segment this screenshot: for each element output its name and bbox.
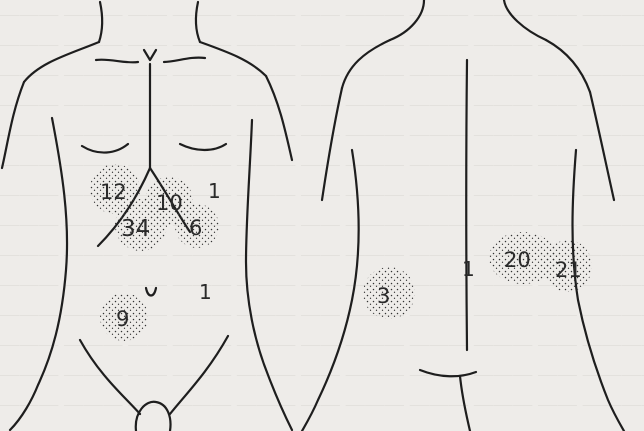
front-left-chest-outline <box>82 144 128 153</box>
back-left-torso-outline <box>302 150 359 431</box>
front-clavicle-outline <box>96 60 138 63</box>
back-spine-line <box>466 60 467 350</box>
count-label: 1 <box>208 179 221 203</box>
count-label: 21 <box>555 258 582 282</box>
back-right-arm-outline <box>590 92 614 200</box>
back-view-figure <box>302 0 624 431</box>
front-right-arm-outline <box>266 76 292 160</box>
back-right-shoulder-outline <box>546 40 590 92</box>
front-inguinal-right <box>170 336 228 414</box>
back-neck-outline <box>390 0 424 40</box>
count-label: 3 <box>377 284 390 308</box>
back-left-arm-outline <box>322 88 342 200</box>
front-clavicle-outline <box>164 58 205 62</box>
count-label: 10 <box>156 191 183 215</box>
front-left-shoulder-outline <box>24 42 99 82</box>
front-pubic-outline <box>136 402 171 431</box>
front-inguinal-left <box>80 340 140 414</box>
count-label: 1 <box>199 280 212 304</box>
front-left-arm-outline <box>2 82 24 168</box>
back-right-torso-outline <box>573 150 625 431</box>
front-neck-outline <box>196 2 200 42</box>
count-label: 12 <box>100 180 127 204</box>
front-left-torso-outline <box>10 118 67 430</box>
back-lumbar-line <box>420 370 476 376</box>
back-neck-outline <box>504 0 546 40</box>
front-neck-outline <box>99 2 102 42</box>
front-right-chest-outline <box>180 144 226 150</box>
back-left-shoulder-outline <box>342 40 390 88</box>
count-label: 34 <box>121 216 150 242</box>
front-jugular-notch <box>144 50 156 60</box>
count-label: 9 <box>116 307 129 331</box>
back-gluteal-outline <box>460 376 470 431</box>
front-labels: 12 10 34 6 9 1 1 <box>100 179 221 331</box>
count-label: 20 <box>504 248 531 272</box>
count-label: 6 <box>189 216 202 240</box>
front-right-torso-outline <box>246 120 292 430</box>
count-label: 1 <box>462 257 475 281</box>
front-navel <box>146 288 156 296</box>
front-right-shoulder-outline <box>200 42 266 76</box>
